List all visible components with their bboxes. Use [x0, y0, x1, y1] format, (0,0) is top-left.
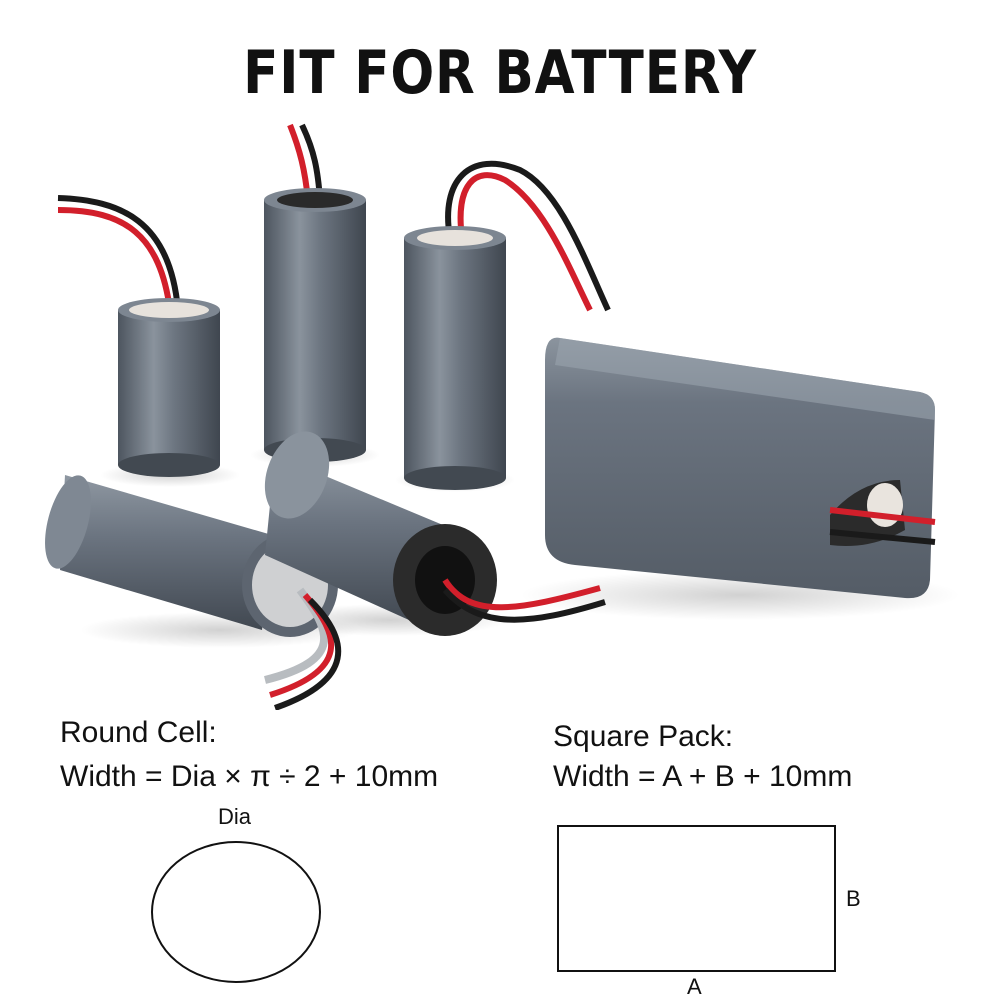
square-pack-heading: Square Pack:	[553, 720, 734, 753]
square-battery-pack	[545, 337, 936, 599]
battery-illustration	[45, 123, 960, 710]
square-pack-formula: Width = A + B + 10mm	[553, 760, 853, 793]
round-battery-cell	[264, 431, 606, 636]
side-a-label: A	[687, 974, 702, 999]
round-battery-cell	[264, 123, 366, 462]
round-battery-cell	[404, 160, 611, 490]
round-cell-heading: Round Cell:	[60, 716, 217, 749]
dia-label: Dia	[218, 804, 252, 829]
circle-outline	[151, 841, 321, 983]
dimension-diagrams	[151, 825, 836, 983]
side-b-label: B	[846, 886, 861, 911]
round-cell-formula: Width = Dia × π ÷ 2 + 10mm	[60, 760, 439, 793]
rectangle-outline	[557, 825, 836, 972]
round-battery-cell	[57, 195, 220, 477]
page-title: FIT FOR BATTERY	[243, 38, 757, 108]
